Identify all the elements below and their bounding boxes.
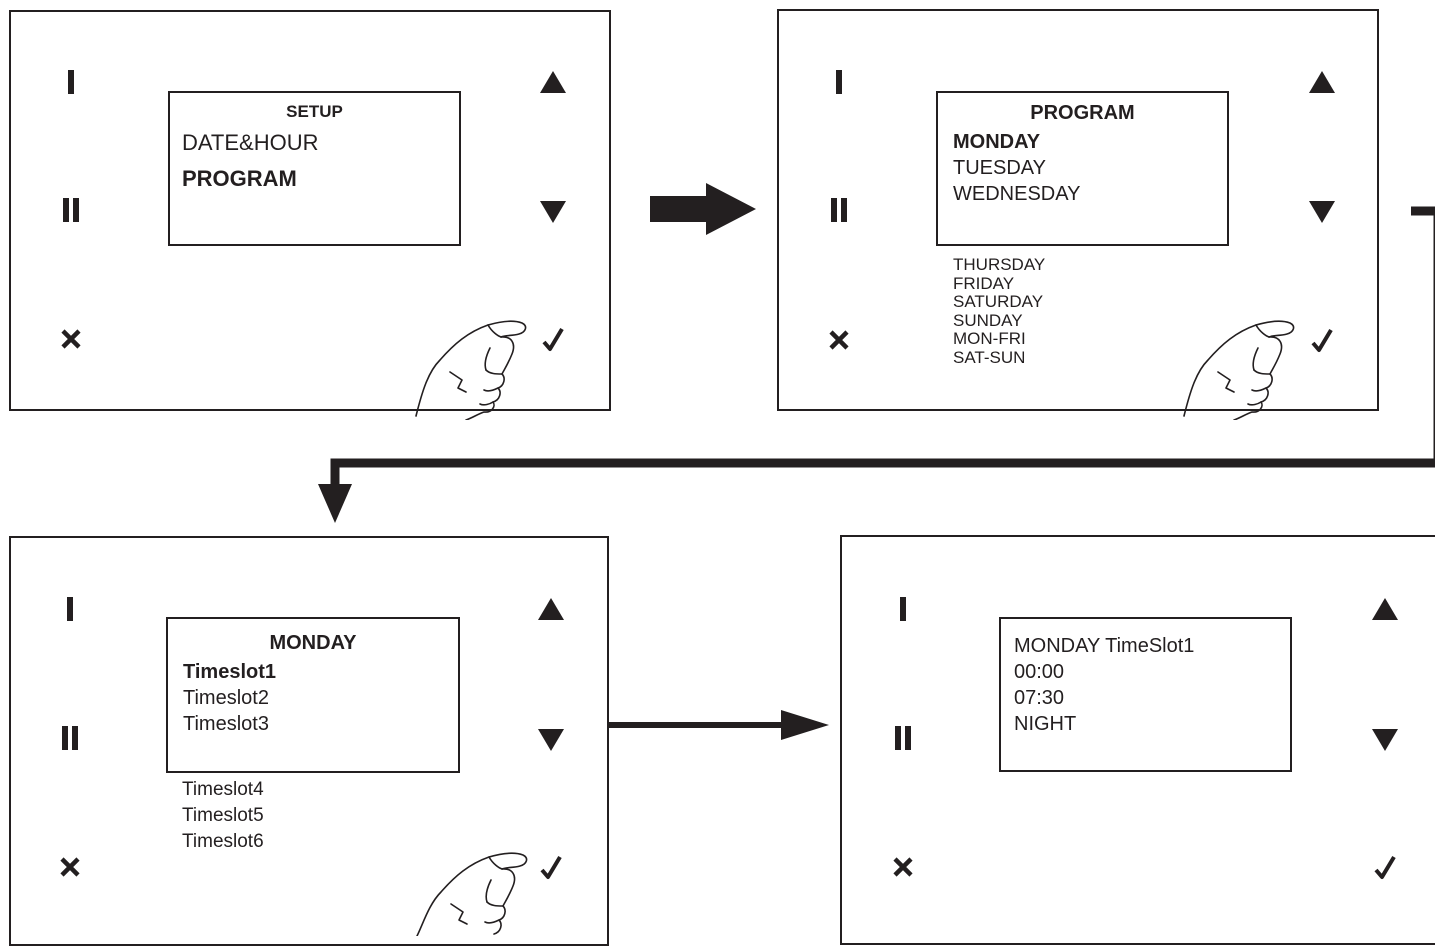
display-screen: MONDAY TimeSlot1 00:00 07:30 NIGHT	[999, 617, 1292, 772]
cancel-button[interactable]	[824, 325, 854, 355]
cancel-button[interactable]	[55, 852, 85, 882]
display-screen: PROGRAM MONDAY TUESDAY WEDNESDAY	[936, 91, 1229, 246]
cancel-icon	[829, 330, 849, 350]
hand-pointer-icon	[416, 852, 528, 936]
cancel-button[interactable]	[888, 852, 918, 882]
panel-setup: SETUP DATE&HOUR PROGRAM	[9, 10, 611, 420]
confirm-button[interactable]	[1370, 852, 1400, 882]
hand-pointer-icon	[415, 320, 527, 420]
one-bar-icon	[836, 70, 842, 94]
button-one[interactable]	[55, 594, 85, 624]
detail-start-time[interactable]: 00:00	[1014, 661, 1065, 683]
display-screen: SETUP DATE&HOUR PROGRAM	[168, 91, 461, 246]
down-button[interactable]	[1307, 197, 1337, 227]
menu-item-timeslot1[interactable]: Timeslot1	[183, 661, 276, 683]
one-bar-icon	[900, 597, 906, 621]
overflow-item-timeslot5: Timeslot5	[182, 805, 264, 826]
up-arrow-icon	[538, 598, 564, 620]
cancel-icon	[61, 329, 81, 349]
cancel-icon	[893, 857, 913, 877]
overflow-item-thursday: THURSDAY	[953, 255, 1046, 274]
overflow-item-friday: FRIDAY	[953, 273, 1015, 293]
menu-item-date-hour[interactable]: DATE&HOUR	[182, 130, 319, 155]
overflow-item-saturday: SATURDAY	[953, 292, 1044, 312]
panel-monday: MONDAY Timeslot1 Timeslot2 Timeslot3 Tim…	[9, 536, 609, 946]
overflow-item-sat-sun: SAT-SUN	[953, 348, 1026, 367]
flow-arrow-icon	[650, 183, 756, 235]
screen-title: PROGRAM	[1030, 102, 1135, 124]
overflow-item-timeslot4: Timeslot4	[182, 779, 264, 800]
confirm-button[interactable]	[1307, 325, 1337, 355]
panel-program: PROGRAM MONDAY TUESDAY WEDNESDAY THURSDA…	[777, 9, 1379, 420]
screen-title: SETUP	[286, 102, 343, 121]
down-button[interactable]	[1370, 725, 1400, 755]
overflow-item-mon-fri: MON-FRI	[953, 329, 1026, 349]
two-bars-icon	[831, 198, 847, 222]
down-button[interactable]	[538, 197, 568, 227]
overflow-item-timeslot6: Timeslot6	[182, 831, 264, 852]
one-bar-icon	[67, 597, 73, 621]
button-one[interactable]	[824, 67, 854, 97]
down-button[interactable]	[536, 725, 566, 755]
up-button[interactable]	[536, 594, 566, 624]
cancel-icon	[60, 857, 80, 877]
up-button[interactable]	[1307, 67, 1337, 97]
button-one[interactable]	[888, 594, 918, 624]
button-two[interactable]	[888, 723, 918, 753]
cancel-button[interactable]	[56, 324, 86, 354]
menu-item-program[interactable]: PROGRAM	[182, 166, 297, 191]
button-one[interactable]	[56, 67, 86, 97]
down-arrow-icon	[538, 729, 564, 751]
down-arrow-icon	[1309, 201, 1335, 223]
menu-item-tuesday[interactable]: TUESDAY	[953, 157, 1046, 179]
button-two[interactable]	[56, 195, 86, 225]
confirm-button[interactable]	[536, 852, 566, 882]
confirm-check-icon	[542, 327, 564, 351]
menu-item-wednesday[interactable]: WEDNESDAY	[953, 183, 1081, 205]
down-arrow-icon	[1372, 729, 1398, 751]
up-arrow-icon	[1309, 71, 1335, 93]
up-button[interactable]	[1370, 594, 1400, 624]
two-bars-icon	[895, 726, 911, 750]
detail-mode[interactable]: NIGHT	[1014, 713, 1077, 735]
button-two[interactable]	[55, 723, 85, 753]
up-button[interactable]	[538, 67, 568, 97]
menu-item-timeslot2[interactable]: Timeslot2	[183, 687, 269, 709]
panel-timeslot-detail: MONDAY TimeSlot1 00:00 07:30 NIGHT	[840, 535, 1435, 945]
two-bars-icon	[63, 198, 79, 222]
button-two[interactable]	[824, 195, 854, 225]
down-arrow-icon	[540, 201, 566, 223]
one-bar-icon	[68, 70, 74, 94]
confirm-check-icon	[540, 855, 562, 879]
hand-pointer-icon	[1183, 320, 1295, 420]
menu-item-monday[interactable]: MONDAY	[953, 131, 1041, 153]
confirm-check-icon	[1311, 328, 1333, 352]
menu-item-timeslot3[interactable]: Timeslot3	[183, 713, 269, 735]
two-bars-icon	[62, 726, 78, 750]
flow-arrow-icon	[609, 710, 829, 740]
up-arrow-icon	[540, 71, 566, 93]
detail-end-time[interactable]: 07:30	[1014, 687, 1065, 709]
up-arrow-icon	[1372, 598, 1398, 620]
confirm-button[interactable]	[538, 324, 568, 354]
confirm-check-icon	[1374, 855, 1396, 879]
screen-title: MONDAY	[269, 632, 357, 654]
overflow-item-sunday: SUNDAY	[953, 310, 1023, 330]
detail-title: MONDAY TimeSlot1	[1014, 635, 1195, 657]
display-screen: MONDAY Timeslot1 Timeslot2 Timeslot3	[166, 617, 460, 773]
